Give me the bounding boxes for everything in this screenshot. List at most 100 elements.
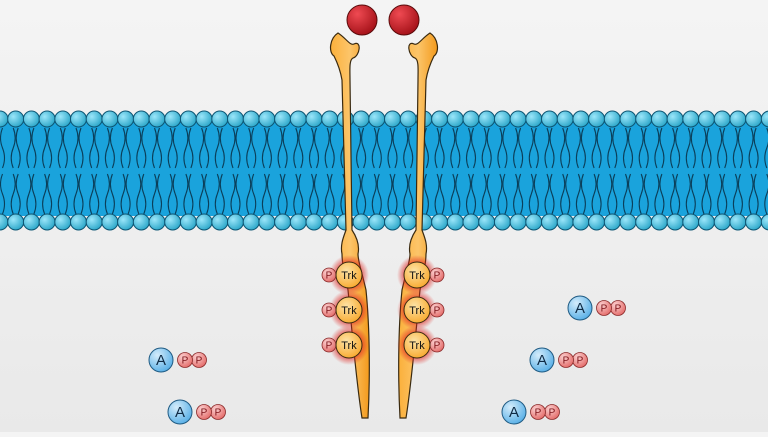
lipid-head <box>682 110 700 128</box>
lipid-tail <box>675 127 681 169</box>
lipid-head <box>619 213 637 231</box>
lipid-tail <box>670 173 676 215</box>
lipid-tail <box>659 127 665 169</box>
lipid-tail <box>57 127 63 169</box>
lipid-tail <box>313 173 320 215</box>
lipid-tail <box>748 127 754 169</box>
lipid-tail <box>199 127 205 169</box>
lipid-tail <box>219 127 225 169</box>
lipid-heads-inner <box>0 213 768 231</box>
lipid-head <box>38 110 56 128</box>
lipid-tail <box>722 127 728 169</box>
lipid-tail <box>465 173 472 215</box>
lipid-head <box>478 110 496 128</box>
lipid-tail <box>643 173 649 215</box>
lipid-tail <box>627 173 634 215</box>
lipid-tail <box>497 173 503 215</box>
lipid-tail <box>47 173 53 215</box>
lipid-tail <box>324 127 330 169</box>
lipid-head <box>650 110 668 128</box>
lipid-tail <box>575 127 581 169</box>
lipid-head <box>729 213 747 231</box>
lipid-tail <box>502 173 508 215</box>
lipid-tail <box>356 127 362 169</box>
lipid-tail <box>94 127 100 169</box>
lipid-head <box>227 213 244 231</box>
lipid-tail <box>549 127 555 169</box>
lipid-tail <box>591 127 597 169</box>
lipid-tail <box>549 173 555 215</box>
kinase-circle <box>403 331 431 359</box>
atp-phosphate-label: P <box>215 408 222 419</box>
lipid-head <box>211 213 229 231</box>
adenosine-label: A <box>575 300 585 317</box>
lipid-tail <box>136 127 142 169</box>
lipid-head <box>7 110 25 128</box>
lipid-tail <box>371 127 377 169</box>
lipid-tail <box>57 173 63 215</box>
lipid-tail <box>685 173 691 215</box>
lipid-head <box>227 110 244 128</box>
lipid-tail <box>455 127 461 169</box>
lipid-head <box>384 213 401 231</box>
lipid-tail <box>167 173 173 215</box>
lipid-head <box>289 213 307 231</box>
lipid-tail <box>612 127 618 169</box>
lipid-head <box>22 110 40 128</box>
lipid-tail <box>293 127 299 169</box>
lipid-head <box>603 110 621 128</box>
lipid-tail <box>26 127 32 169</box>
lipid-tail <box>701 127 707 169</box>
adenosine <box>567 295 593 321</box>
lipid-tail <box>690 127 696 169</box>
lipid-head <box>258 110 276 128</box>
lipid-tail <box>565 173 571 215</box>
lipid-tail <box>732 173 738 215</box>
lipid-tail <box>455 173 461 215</box>
lipid-tail <box>470 173 477 215</box>
atp-phosphate-label: P <box>563 356 570 367</box>
atp-phosphate <box>177 352 193 368</box>
lipid-tail <box>465 127 472 169</box>
lipid-tail <box>403 173 409 215</box>
lipid-tail <box>199 173 205 215</box>
lipid-head <box>274 110 292 128</box>
lipid-head <box>541 213 558 231</box>
kinase-circle <box>335 331 363 359</box>
lipid-head <box>195 213 213 231</box>
cell-membrane <box>0 110 768 231</box>
lipid-head <box>132 213 150 231</box>
lipid-tail <box>151 127 158 169</box>
lipid-tail <box>450 127 456 169</box>
atp-molecule: PPA <box>167 399 226 425</box>
lipid-tail <box>10 127 16 169</box>
lipid-tail <box>408 173 414 215</box>
adenosine-label: A <box>537 352 547 369</box>
lipid-head <box>713 213 731 231</box>
lipid-tail <box>298 127 304 169</box>
lipid-tail <box>246 127 252 169</box>
lipid-head <box>431 213 449 231</box>
lipid-tail <box>266 173 272 215</box>
lipid-head <box>431 110 449 128</box>
lipid-tail <box>136 173 142 215</box>
lipid-tail <box>439 127 445 169</box>
lipid-tail <box>361 127 367 169</box>
lipid-tail <box>627 127 634 169</box>
lipid-tail <box>266 127 272 169</box>
lipid-tail <box>670 127 676 169</box>
adenosine-label: A <box>156 352 166 369</box>
lipid-tail <box>120 173 126 215</box>
lipid-tail <box>277 173 283 215</box>
lipid-tail <box>685 127 691 169</box>
lipid-tail <box>183 173 189 215</box>
lipid-tail <box>544 173 550 215</box>
lipid-tail <box>246 173 252 215</box>
lipid-tail <box>31 173 37 215</box>
adenosine-label: A <box>509 404 519 421</box>
lipid-tail <box>42 173 48 215</box>
lipid-head <box>70 213 87 231</box>
